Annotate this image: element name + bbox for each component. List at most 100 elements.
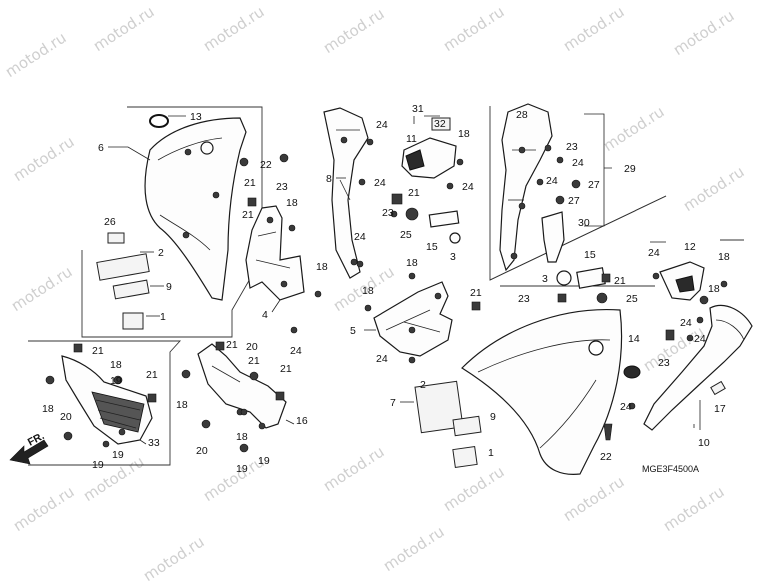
callout-24-j: 24 [680,317,692,329]
callout-33: 33 [148,437,160,449]
callout-24-a: 24 [290,345,302,357]
clip-32 [431,117,451,131]
callout-18-i: 18 [42,403,54,415]
callout-21-c: 21 [408,187,420,199]
callout-24-h: 24 [546,175,558,187]
callout-24-b: 24 [376,119,388,131]
callout-29: 29 [624,163,636,175]
callout-24-c: 24 [374,177,386,189]
callout-18-a: 18 [286,197,298,209]
callout-19-a: 19 [110,375,122,387]
callout-7: 7 [390,397,396,409]
callout-24-d: 24 [354,231,366,243]
callout-25-b: 25 [626,293,638,305]
callout-18-j: 18 [176,399,188,411]
leader-lines [108,113,701,445]
callout-11: 11 [406,133,417,145]
callout-3-a: 3 [450,251,456,263]
callout-21-f: 21 [92,345,104,357]
pad-1-right [452,445,478,469]
fastener-cluster-right [556,267,611,304]
bracket-5 [373,281,453,357]
callout-24-g: 24 [572,157,584,169]
inner-panel-4 [245,205,305,301]
diagram-code: MGE3F4500A [642,464,699,474]
group-frame-lower-left [28,340,182,466]
callout-21-i2: 21 [280,363,292,375]
callout-18-e: 18 [362,285,374,297]
callout-20-a: 20 [60,411,72,423]
callout-19-b: 19 [92,459,104,471]
callout-22-left: 22 [260,159,272,171]
trim-30 [541,211,565,263]
callout-19-e: 19 [258,455,270,467]
callout-20-c: 20 [196,445,208,457]
callout-24-i: 24 [648,247,660,259]
callout-18-f: 18 [718,251,730,263]
callout-18-c: 18 [458,128,470,140]
callout-4: 4 [262,309,268,321]
side-panel-16 [197,343,287,430]
callout-19-c: 19 [112,449,124,461]
callout-27-b: 27 [568,195,580,207]
callout-24-k: 24 [694,333,706,345]
callout-5: 5 [350,325,356,337]
callout-21-d: 21 [470,287,482,299]
callout-22-b: 22 [600,451,612,463]
callouts: 13 6 26 2 9 1 22 21 23 18 21 18 4 24 8 2… [42,103,730,475]
callout-27-a: 27 [588,179,600,191]
callout-21-a: 21 [244,177,256,189]
callout-18-g: 18 [708,283,720,295]
callout-23-c: 23 [566,141,578,153]
bracket-12 [659,261,709,305]
callout-25-a: 25 [400,229,412,241]
callout-18-d: 18 [406,257,418,269]
loose-bolts [45,138,728,453]
pad-26 [107,232,125,244]
middle-cowl-left [144,117,247,301]
callout-17: 17 [714,403,726,415]
callout-18-h: 18 [110,359,122,371]
callout-21-i: 21 [248,355,260,367]
callout-23-e: 23 [658,357,670,369]
callout-13: 13 [190,111,202,123]
upper-bracket-11 [401,117,457,179]
callout-24-f: 24 [376,353,388,365]
pad-9-right [452,415,482,437]
callout-15-b: 15 [584,249,596,261]
pad-2-right [414,380,464,434]
callout-9-right: 9 [490,411,496,423]
callout-10: 10 [698,437,710,449]
callout-21-e: 21 [614,275,626,287]
callout-23-b: 23 [382,207,394,219]
callout-24-l: 24 [620,401,632,413]
callout-1-left: 1 [160,311,166,323]
callout-21-b: 21 [242,209,254,221]
callout-18-k: 18 [236,431,248,443]
callout-16: 16 [296,415,308,427]
grommet-icon [149,114,169,128]
callout-8: 8 [326,173,332,185]
lower-cowl-10 [643,304,753,431]
callout-15-a: 15 [426,241,438,253]
callout-1-right: 1 [488,447,494,459]
callout-12: 12 [684,241,696,253]
callout-30: 30 [578,217,590,229]
callout-3-b: 3 [542,273,548,285]
callout-32: 32 [434,118,446,130]
callout-31: 31 [412,103,424,115]
fastener-cluster-center [390,193,461,244]
callout-23-a: 23 [276,181,288,193]
callout-28: 28 [516,109,528,121]
callout-21-h: 21 [226,339,238,351]
callout-20-b: 20 [246,341,258,353]
callout-26: 26 [104,216,116,228]
pad-1-left [122,312,144,330]
front-direction-arrow [9,439,49,465]
callout-2-right: 2 [420,379,426,391]
callout-23-d: 23 [518,293,530,305]
callout-18-b: 18 [316,261,328,273]
callout-19-d: 19 [236,463,248,475]
